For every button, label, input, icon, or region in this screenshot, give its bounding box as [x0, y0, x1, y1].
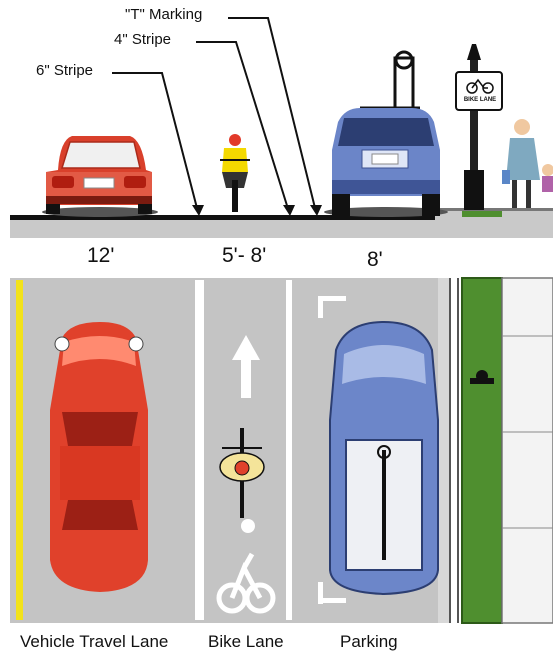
- bike-lane-sign: [455, 71, 503, 111]
- t-marking-callout: "T" Marking: [125, 6, 203, 23]
- t-marking-top: [318, 296, 346, 301]
- blue-car-top-icon: [329, 320, 439, 596]
- lamp-post-icon: [464, 44, 484, 210]
- bike-stencil-rider-head: [241, 519, 255, 533]
- blue-car-rear-icon: [324, 50, 448, 217]
- bike-lane-sign-text: BIKE LANE: [463, 97, 497, 103]
- t-marking-bottom: [318, 598, 346, 603]
- road-cross-section: [10, 208, 553, 238]
- pedestrian-icon: [502, 119, 553, 208]
- bike-lane-width: 5'- 8': [222, 244, 267, 267]
- cyclist-top-icon: [219, 428, 265, 518]
- four-inch-stripe: [286, 280, 292, 620]
- travel-lane-width: 12': [87, 244, 115, 267]
- travel-lane-label: Vehicle Travel Lane: [20, 632, 169, 651]
- four-inch-stripe-callout: 4" Stripe: [114, 31, 172, 48]
- parking-lane-label: Parking: [340, 632, 398, 651]
- six-inch-stripe: [195, 280, 204, 620]
- red-car-rear-icon: [42, 136, 158, 217]
- bike-lane-label: Bike Lane: [208, 632, 284, 651]
- red-car-top-icon: [50, 322, 148, 592]
- six-inch-stripe-callout: 6" Stripe: [36, 62, 94, 79]
- bike-lane-arrow-icon: [232, 335, 260, 398]
- bike-stencil-icon: [216, 552, 276, 614]
- yellow-center-line: [16, 280, 23, 620]
- callout-leaders: [112, 17, 317, 213]
- callout-arrowheads: [192, 205, 322, 216]
- cyclist-rear-icon: [220, 134, 250, 212]
- lane-stripes: [16, 280, 346, 620]
- parking-lane-width: 8': [367, 248, 383, 271]
